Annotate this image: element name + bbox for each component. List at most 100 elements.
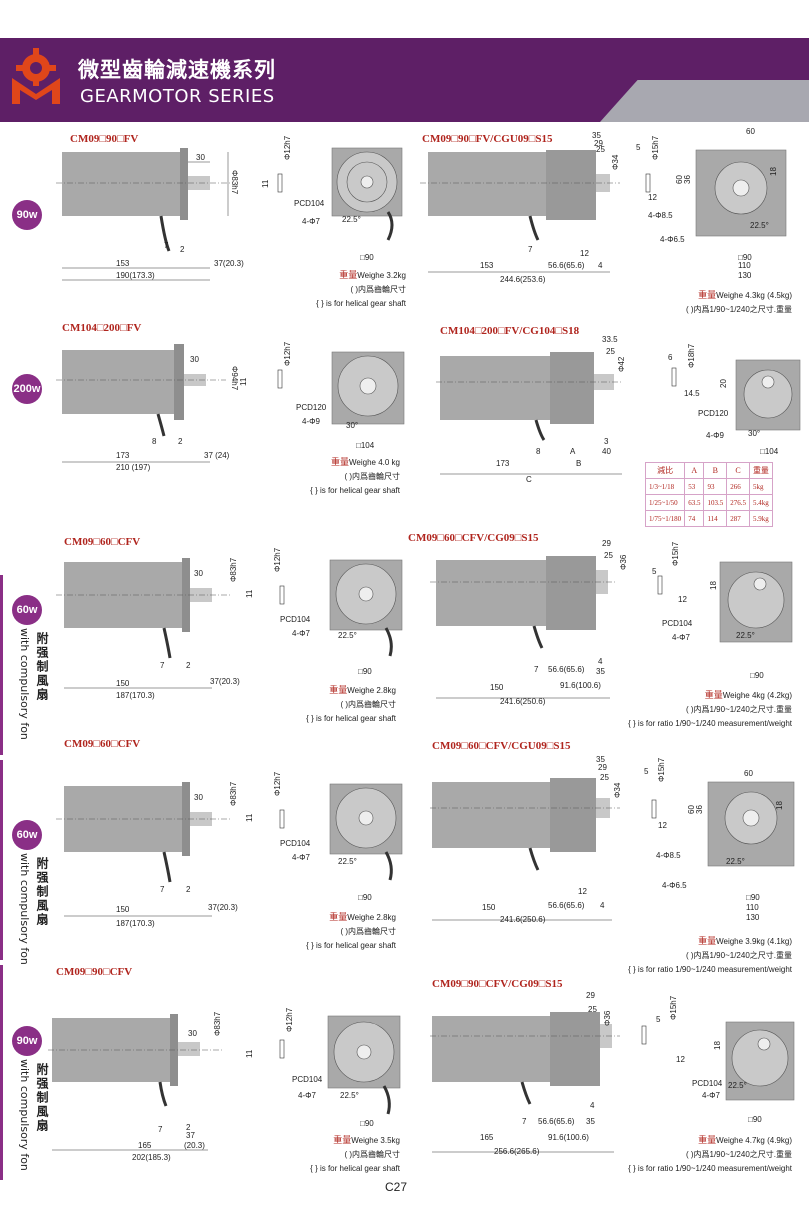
dim-label: 11 (239, 377, 248, 386)
weight-label-cn: 重量 (698, 290, 717, 300)
dim-label: 37(20.3) (208, 903, 238, 912)
dim-label: Φ94h7 (230, 366, 239, 391)
dim-label: 25 (596, 145, 605, 154)
dim-label: 7 (158, 1125, 163, 1134)
dim-label: PCD104 (662, 619, 693, 628)
dim-label: 7 (522, 1117, 527, 1126)
ratio-note-en: { } is for ratio 1/90~1/240 measurement/… (628, 719, 792, 728)
table-cell: 74 (684, 510, 705, 527)
dim-label: 4-Φ9 (302, 417, 320, 426)
dim-label: □90 (746, 893, 760, 902)
dim-label: 4 (598, 261, 603, 270)
dim-label: 5 (652, 567, 657, 576)
dim-label: 60 (744, 769, 753, 778)
dim-label: 56.6(65.6) (548, 261, 585, 270)
dim-label: □90 (750, 671, 764, 680)
dim-label: □90 (738, 253, 752, 262)
dim-label: 37 (24) (204, 451, 230, 460)
dim-label: 2 (186, 661, 191, 670)
weight-note: 重量Weighe 2.8kg ( )内爲齒輪尺寸 { } is for heli… (240, 683, 396, 726)
dim-label: 30 (196, 153, 205, 162)
power-badge-90w: 90w (12, 200, 42, 230)
helical-note: { } is for helical gear shaft (310, 1164, 400, 1173)
weight-value: Weighe 3.2kg (357, 271, 406, 280)
dim-label: 7 (534, 665, 539, 674)
section-divider (0, 760, 3, 960)
table-row: 1/3~1/18 53 93 266 5kg (644, 478, 773, 495)
dim-label: 3 (604, 437, 609, 446)
motor-drawing-8: 35 29 25 Φ34 150 12 56.6(65.6) 4 241.6(2… (430, 755, 795, 924)
dim-label: 2 (180, 245, 185, 254)
dim-label: 18 (713, 1041, 722, 1050)
dim-label: 4-Φ7 (292, 629, 310, 638)
table-header: 重量 (748, 462, 773, 479)
dim-label: 18 (709, 581, 718, 590)
dim-label: Φ83h7 (229, 781, 238, 806)
dim-label: 91.6(100.6) (560, 681, 601, 690)
dim-label: 2 (178, 437, 183, 446)
dim-label: 4-Φ7 (302, 217, 320, 226)
table-header: A (684, 462, 705, 479)
dim-label: PCD104 (692, 1079, 723, 1088)
dim-label: Φ34 (613, 782, 622, 798)
dim-label: 29 (594, 139, 603, 148)
dim-label: 25 (604, 551, 613, 560)
section-divider (0, 575, 3, 755)
ratio-note: ( )内爲1/90~1/240之尺寸.重量 (685, 1150, 792, 1159)
dim-label: Φ15h7 (669, 995, 678, 1020)
dim-label: 5 (636, 143, 641, 152)
dim-label: PCD120 (698, 409, 729, 418)
dim-label: 12 (658, 821, 667, 830)
dim-label: 130 (738, 271, 752, 280)
dim-label: 22.5° (340, 1091, 359, 1100)
dim-label: Φ12h7 (285, 1007, 294, 1032)
table-cell: 287 (726, 510, 750, 527)
dim-label: 7 (528, 245, 533, 254)
dim-label: Φ12h7 (273, 771, 282, 796)
motor-drawing-6: 29 25 Φ36 150 7 56.6(65.6) 4 35 91.6(100… (430, 539, 793, 706)
header-title-en: GEARMOTOR SERIES (80, 86, 275, 107)
dim-label: 12 (648, 193, 657, 202)
dim-label: □104 (760, 447, 779, 456)
weight-value: Weighe 4.3kg (4.5kg) (716, 291, 792, 300)
table-cell: 1/3~1/18 (644, 478, 686, 495)
dim-label: 30 (194, 569, 203, 578)
dim-label: Φ12h7 (283, 341, 292, 366)
power-badge-90w: 90w (12, 1026, 42, 1056)
dim-label: 22.5° (726, 857, 745, 866)
header-title-cn: 微型齒輪減速機系列 (78, 58, 276, 82)
motor-drawing-1: 30 Φ83h7 153 37(20.3) 190(173.3) 7 2 Φ12… (56, 135, 403, 281)
model-title: CM09□60□CFV (64, 738, 141, 750)
dim-label: 12 (678, 595, 687, 604)
dim-label: 4 (598, 657, 603, 666)
dim-label: Φ83h7 (230, 170, 239, 195)
model-title: CM104□200□FV (62, 322, 142, 334)
weight-label-cn: 重量 (704, 690, 723, 700)
dim-label: 30° (748, 429, 760, 438)
page-number: C27 (385, 1180, 408, 1194)
dim-label: 165 (138, 1141, 152, 1150)
weight-value: Weighe 4kg (4.2kg) (722, 691, 792, 700)
dim-label: 22.5° (728, 1081, 747, 1090)
dim-label: 29 (586, 991, 595, 1000)
dim-label: 11 (245, 589, 254, 598)
dim-label: 4 (600, 901, 605, 910)
motor-drawing-10: 29 25 Φ36 165 7 56.6(65.6) 4 35 91.6(100… (430, 991, 795, 1156)
dim-label: 37 (186, 1131, 195, 1140)
dim-label: 60 (687, 805, 696, 814)
dim-label: 36 (695, 805, 704, 814)
table-cell: 266 (726, 478, 750, 495)
dim-label: 22.5° (338, 857, 357, 866)
dim-label: 153 (116, 259, 130, 268)
dim-label: 29 (602, 539, 611, 548)
motor-drawing-9: 30 Φ83h7 165 37 (20.3) 202(185.3) 7 2 Φ1… (48, 1007, 401, 1162)
dim-label: 35 (586, 1117, 595, 1126)
shaft-note: ( )内爲齒輪尺寸 (340, 700, 396, 709)
dim-label: 110 (738, 261, 751, 270)
dim-label: 4-Φ6.5 (660, 235, 685, 244)
dim-label: 4-Φ8.5 (648, 211, 673, 220)
motor-body (62, 152, 180, 216)
table-cell: 5.9kg (748, 510, 773, 527)
dim-label: 187(170.3) (116, 691, 155, 700)
dim-label: 12 (580, 249, 589, 258)
